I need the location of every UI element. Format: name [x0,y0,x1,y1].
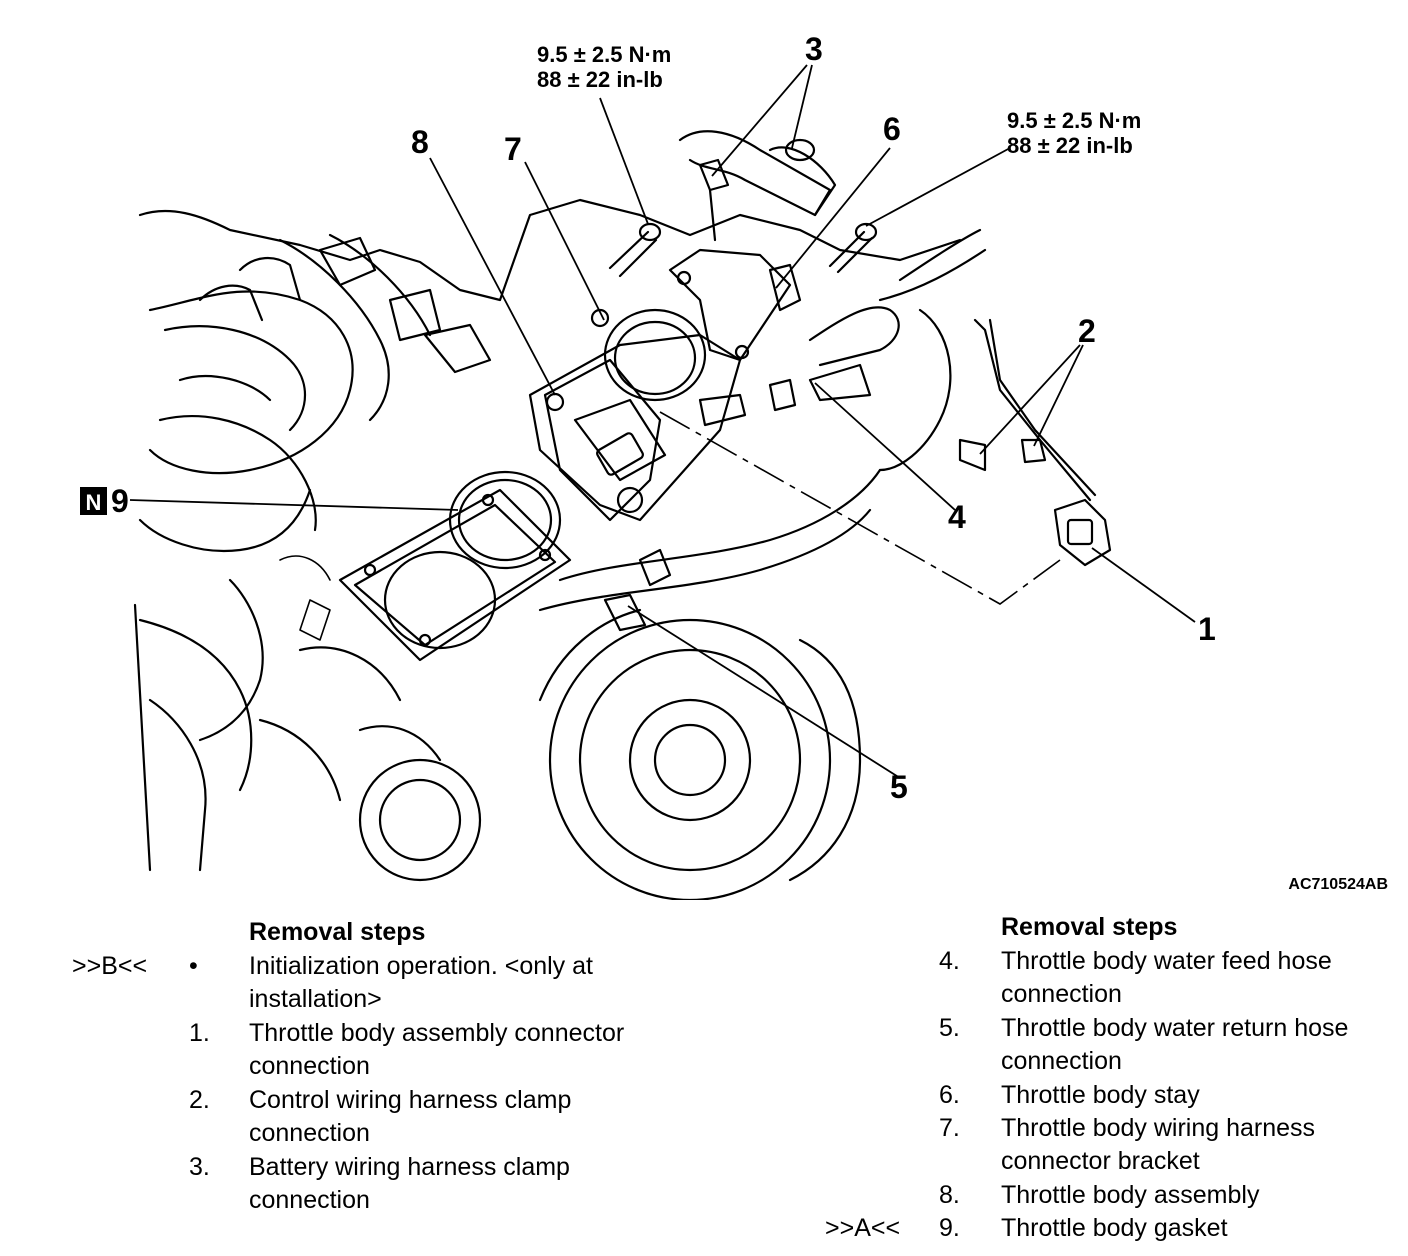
step-text: Initialization operation. <only at insta… [249,952,593,1013]
step-text: Throttle body assembly connector connect… [249,1019,625,1080]
list-item: 8. Throttle body assembly [700,1179,1408,1212]
list-item: 7. Throttle body wiring harness connecto… [700,1112,1408,1178]
step-bullet: • [189,952,198,980]
engine-line-art [133,130,1112,900]
callout-1: 1 [1198,611,1216,647]
step-number: 6. [939,1081,960,1109]
torque-left-inlb: 88 ± 22 in-lb [537,67,663,92]
callout-2: 2 [1078,313,1096,349]
step-text: Throttle body water return hose connecti… [1001,1014,1349,1075]
callout-labels: N 9 8 7 3 6 2 4 1 5 9.5 ± 2.5 N·m 88 ± 2… [80,31,1388,893]
figure-id: AC710524AB [1288,876,1388,893]
torque-right-nm: 9.5 ± 2.5 N·m [1007,108,1141,133]
step-number: 4. [939,947,960,975]
callout-9: 9 [111,483,129,519]
list-item: 5. Throttle body water return hose conne… [700,1012,1408,1078]
step-number: 3. [189,1153,210,1181]
list-item: >>B<< • Initialization operation. <only … [0,950,700,1016]
new-part-badge-letter: N [86,490,102,515]
new-part-badge [80,487,107,515]
left-removal-steps: Removal steps >>B<< • Initialization ope… [0,916,700,1236]
list-item: 6. Throttle body stay [700,1079,1408,1112]
callout-7: 7 [504,131,522,167]
step-number: 9. [939,1214,960,1242]
left-steps-heading: Removal steps [249,918,426,946]
step-text: Throttle body water feed hose connection [1001,947,1332,1008]
step-text: Throttle body stay [1001,1081,1200,1109]
step-number: 7. [939,1114,960,1142]
step-text: Throttle body gasket [1001,1214,1228,1242]
step-code: >>B<< [72,952,148,980]
step-text: Throttle body assembly [1001,1181,1260,1209]
step-number: 5. [939,1014,960,1042]
step-number: 2. [189,1086,210,1114]
torque-right-inlb: 88 ± 22 in-lb [1007,133,1133,158]
step-code: >>A<< [825,1214,901,1242]
callout-4: 4 [948,499,966,535]
list-item: 2. Control wiring harness clamp connecti… [0,1084,700,1150]
step-text: Control wiring harness clamp connection [249,1086,572,1147]
torque-left-nm: 9.5 ± 2.5 N·m [537,42,671,67]
callout-3: 3 [805,31,823,67]
list-item: 1. Throttle body assembly connector conn… [0,1017,700,1083]
callout-8: 8 [411,124,429,160]
step-text: Battery wiring harness clamp connection [249,1153,570,1214]
step-number: 8. [939,1181,960,1209]
step-text: Throttle body wiring harness connector b… [1001,1114,1316,1175]
list-item: 4. Throttle body water feed hose connect… [700,945,1408,1011]
list-item: >>A<< 9. Throttle body gasket [700,1212,1408,1245]
list-item: 3. Battery wiring harness clamp connecti… [0,1151,700,1217]
step-number: 1. [189,1019,210,1047]
engine-diagram: N 9 8 7 3 6 2 4 1 5 9.5 ± 2.5 N·m 88 ± 2… [80,31,1388,900]
right-steps-heading: Removal steps [1001,913,1178,941]
leader-lines [129,64,1196,779]
callout-5: 5 [890,769,908,805]
callout-6: 6 [883,111,901,147]
right-removal-steps: Removal steps 4. Throttle body water fee… [700,911,1408,1256]
